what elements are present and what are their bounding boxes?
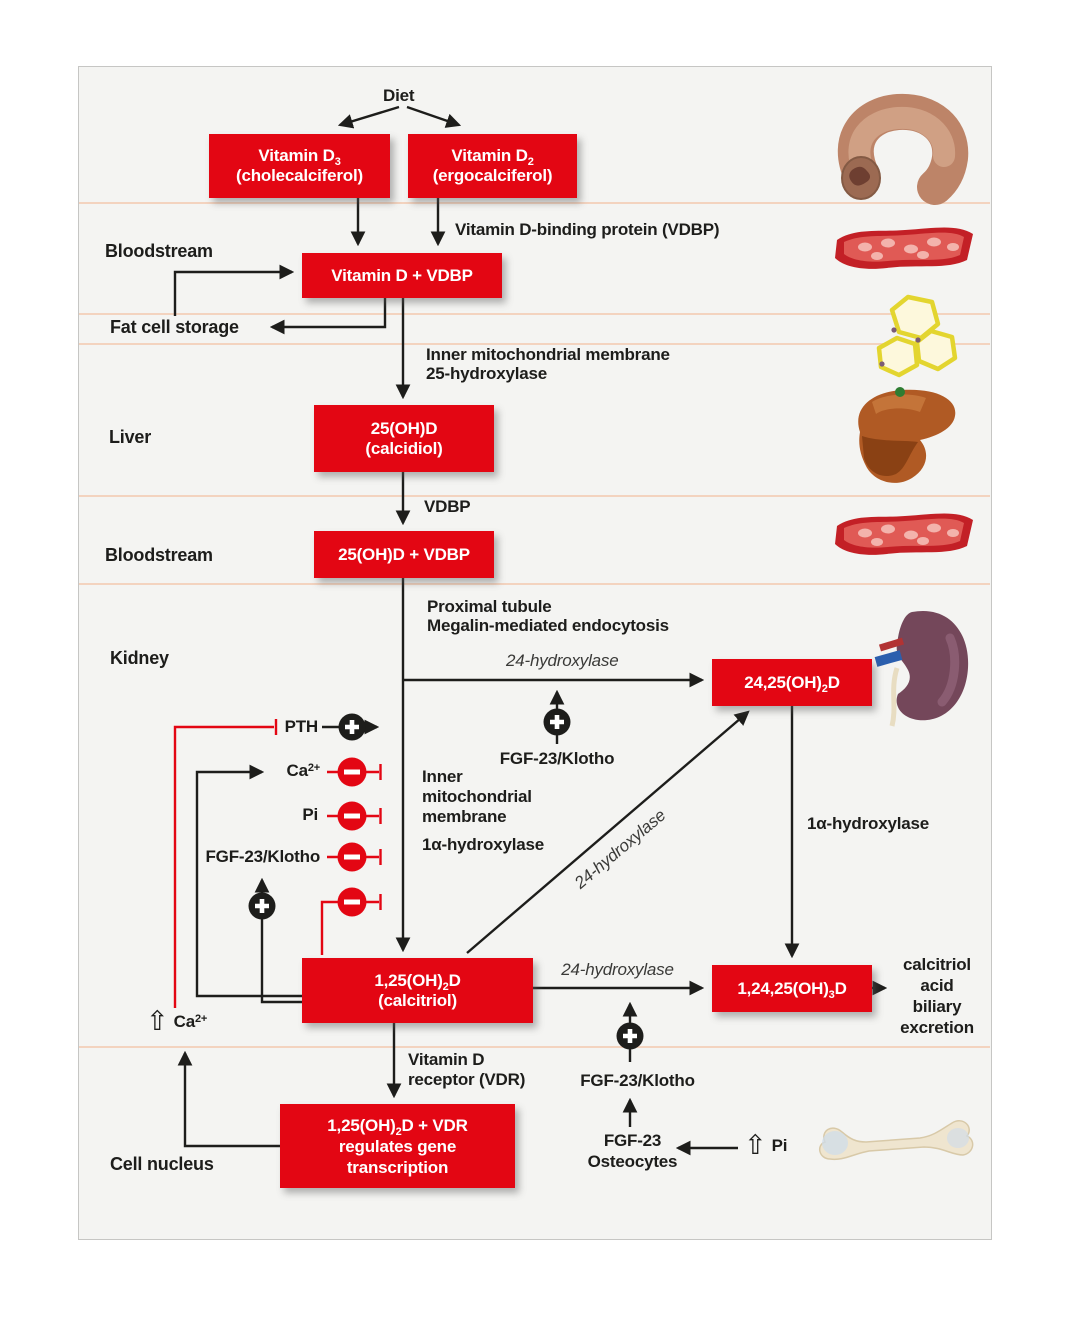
- section-label-liver: Liver: [109, 427, 152, 447]
- fgf23-klotho-label-left: FGF-23/Klotho: [205, 847, 321, 866]
- section-divider: [79, 495, 990, 497]
- section-divider: [79, 202, 990, 204]
- 24-hydroxylase-label-mid: 24-hydroxylase: [561, 960, 674, 979]
- excretion-label: calcitriol acid biliary excretion: [900, 955, 974, 1037]
- ca-label: Ca2+: [286, 761, 321, 780]
- fgf23-osteocytes-label: FGF-23 Osteocytes: [587, 1131, 678, 1171]
- inner-mito-membrane-label: Inner mitochondrial membrane 25-hydroxyl…: [426, 345, 670, 383]
- pi-label: Pi: [302, 805, 318, 824]
- 25ohd-vdbp-box: 25(OH)D + VDBP: [314, 531, 494, 578]
- section-label-cell-nucleus: Cell nucleus: [110, 1154, 214, 1174]
- calcitriol-box: 1,25(OH)2D (calcitriol): [302, 958, 533, 1023]
- diet-label: Diet: [383, 86, 415, 105]
- 1a-hydroxylase-label: 1α-hydroxylase: [422, 835, 544, 854]
- pth-label: PTH: [284, 717, 319, 736]
- 1a-hydroxylase-label-right: 1α-hydroxylase: [807, 814, 929, 833]
- fgf23-klotho-label-kidney: FGF-23/Klotho: [499, 749, 615, 768]
- increased-phosphate-label: ⇧ Pi: [744, 1130, 788, 1160]
- 2425oh2d-box: 24,25(OH)2D: [712, 659, 872, 706]
- section-label-bloodstream-mid: Bloodstream: [105, 545, 213, 565]
- section-label-bloodstream-top: Bloodstream: [105, 241, 213, 261]
- 25-hydroxylase-label: 25-hydroxylase: [426, 364, 547, 383]
- 24-hydroxylase-label-top: 24-hydroxylase: [506, 651, 619, 670]
- vdr-label: Vitamin D receptor (VDR): [408, 1050, 526, 1089]
- section-label-fat-cell-storage: Fat cell storage: [110, 317, 239, 337]
- vitamin-d2-box: Vitamin D2 (ergocalciferol): [408, 134, 577, 198]
- vitamin-d3-box: Vitamin D3 (cholecalciferol): [209, 134, 390, 198]
- section-divider: [79, 313, 990, 315]
- megalin-label: Megalin-mediated endocytosis: [427, 616, 669, 635]
- vdbp-label: VDBP: [424, 497, 471, 516]
- section-label-kidney: Kidney: [110, 648, 169, 668]
- inner-mito-membrane-label-2: Inner mitochondrial membrane: [422, 767, 532, 826]
- section-divider: [79, 1046, 990, 1048]
- 12425oh3d-box: 1,24,25(OH)3D: [712, 965, 872, 1012]
- fgf23-klotho-label-bottom: FGF-23/Klotho: [580, 1071, 695, 1090]
- up-arrow-icon: ⇧: [146, 1006, 169, 1036]
- section-divider: [79, 583, 990, 585]
- increased-calcium-label: ⇧ Ca2+: [146, 1006, 208, 1036]
- 25ohd-box: 25(OH)D (calcidiol): [314, 405, 494, 472]
- up-arrow-icon: ⇧: [744, 1130, 767, 1160]
- vitamin-d-vdbp-box: Vitamin D + VDBP: [302, 253, 502, 298]
- vdbp-protein-label: Vitamin D-binding protein (VDBP): [455, 220, 720, 239]
- proximal-tubule-label: Proximal tubule Megalin-mediated endocyt…: [427, 597, 669, 635]
- gene-transcription-box: 1,25(OH)2D + VDR regulates gene transcri…: [280, 1104, 515, 1188]
- section-divider: [79, 343, 990, 345]
